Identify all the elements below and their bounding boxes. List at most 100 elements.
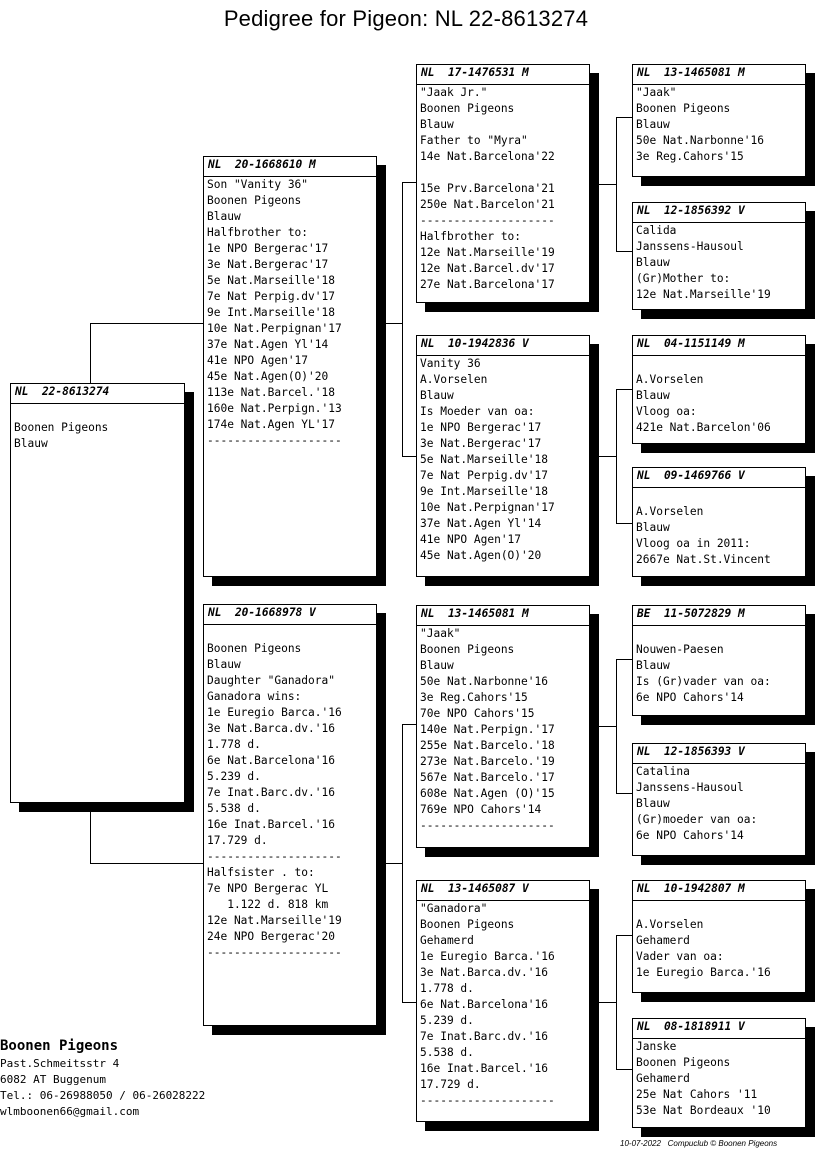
detail-line: Is Moeder van oa: (420, 405, 535, 418)
detail-line: Blauw (636, 797, 670, 810)
ring-number: NL 04-1151149 M (633, 336, 805, 356)
detail-line: 160e Nat.Perpign.'13 (207, 402, 342, 415)
connector (402, 1002, 417, 1003)
ring-number: NL 09-1469766 V (633, 468, 805, 488)
detail-line: Blauw (420, 659, 454, 672)
detail-line: 174e Nat.Agen YL'17 (207, 418, 335, 431)
detail-line: Vanity 36 (420, 357, 481, 370)
detail-line: 9e Int.Marseille'18 (420, 485, 548, 498)
ring-number: NL 13-1465081 M (633, 65, 805, 85)
detail-line: 14e Nat.Barcelona'22 (420, 150, 555, 163)
detail-line: Boonen Pigeons (207, 642, 302, 655)
detail-line: Blauw (636, 118, 670, 131)
detail-line: 567e Nat.Barcelo.'17 (420, 771, 555, 784)
owner-address: Past.Schmeitsstr 4 (0, 1057, 120, 1070)
detail-line: 50e Nat.Narbonne'16 (420, 675, 548, 688)
detail-line: Boonen Pigeons (420, 643, 515, 656)
detail-line: 6e NPO Cahors'14 (636, 829, 744, 842)
detail-line: Halfbrother to: (420, 230, 522, 243)
detail-line: Blauw (636, 256, 670, 269)
ring-number: NL 22-8613274 (11, 384, 184, 404)
detail-line: 2667e Nat.St.Vincent (636, 553, 771, 566)
detail-line: 5.239 d. (207, 770, 261, 783)
detail-line: 15e Prv.Barcelona'21 (420, 182, 555, 195)
detail-line: 37e Nat.Agen Yl'14 (420, 517, 542, 530)
detail-line: -------------------- (420, 214, 555, 227)
detail-line: 255e Nat.Barcelo.'18 (420, 739, 555, 752)
detail-line: 10e Nat.Perpignan'17 (207, 322, 342, 335)
detail-line: -------------------- (207, 946, 342, 959)
detail-line: 12e Nat.Marseille'19 (636, 288, 771, 301)
ring-number: NL 12-1856393 V (633, 744, 805, 764)
connector (402, 182, 403, 324)
detail-line: 27e Nat.Barcelona'17 (420, 278, 555, 291)
detail-line (420, 165, 586, 181)
ring-number: NL 08-1818911 V (633, 1019, 805, 1039)
detail-line: 113e Nat.Barcel.'18 (207, 386, 335, 399)
connector (402, 724, 417, 725)
detail-line: 25e Nat Cahors '11 (636, 1088, 758, 1101)
detail-line: A.Vorselen (420, 373, 488, 386)
detail-line (636, 488, 802, 504)
detail-line: 1e Euregio Barca.'16 (636, 966, 771, 979)
detail-line: 3e Reg.Cahors'15 (420, 691, 528, 704)
detail-line: A.Vorselen (636, 505, 704, 518)
ring-number: NL 10-1942807 M (633, 881, 805, 901)
detail-line: Daughter "Ganadora" (207, 674, 335, 687)
connector (402, 456, 417, 457)
detail-line: 3e Nat.Bergerac'17 (207, 258, 329, 271)
ring-number: NL 10-1942836 V (417, 336, 589, 356)
detail-line: 421e Nat.Barcelon'06 (636, 421, 771, 434)
connector (590, 456, 617, 457)
detail-line: Halfbrother to: (207, 226, 309, 239)
detail-line: Janske (636, 1040, 677, 1053)
detail-line: 5.538 d. (207, 802, 261, 815)
detail-line: Blauw (636, 521, 670, 534)
connector (616, 117, 617, 251)
connector (590, 184, 617, 185)
connector (616, 251, 633, 252)
detail-line: 41e NPO Agen'17 (420, 533, 522, 546)
detail-line: -------------------- (420, 819, 555, 832)
detail-line: 16e Inat.Barcel.'16 (420, 1062, 548, 1075)
connector (616, 389, 617, 523)
detail-line: 6e Nat.Barcelona'16 (420, 998, 548, 1011)
connector (616, 389, 633, 390)
connector (590, 1002, 617, 1003)
detail-line (14, 404, 181, 420)
detail-line: Is (Gr)vader van oa: (636, 675, 771, 688)
detail-line: -------------------- (420, 1094, 555, 1107)
detail-line: 50e Nat.Narbonne'16 (636, 134, 764, 147)
detail-line: 12e Nat.Barcel.dv'17 (420, 262, 555, 275)
detail-line: 7e Nat Perpig.dv'17 (420, 469, 548, 482)
detail-line: 16e Inat.Barcel.'16 (207, 818, 335, 831)
detail-line: 12e Nat.Marseille'19 (420, 246, 555, 259)
detail-line: Blauw (636, 659, 670, 672)
detail-line: 7e Nat Perpig.dv'17 (207, 290, 335, 303)
detail-line: 1.778 d. (420, 982, 474, 995)
detail-line: 5.239 d. (420, 1014, 474, 1027)
owner-name: Boonen Pigeons (0, 1038, 119, 1054)
detail-line: 3e Nat.Bergerac'17 (420, 437, 542, 450)
detail-line: Ganadora wins: (207, 690, 302, 703)
connector (90, 323, 204, 324)
connector (90, 863, 204, 864)
detail-line: 5e Nat.Marseille'18 (420, 453, 548, 466)
